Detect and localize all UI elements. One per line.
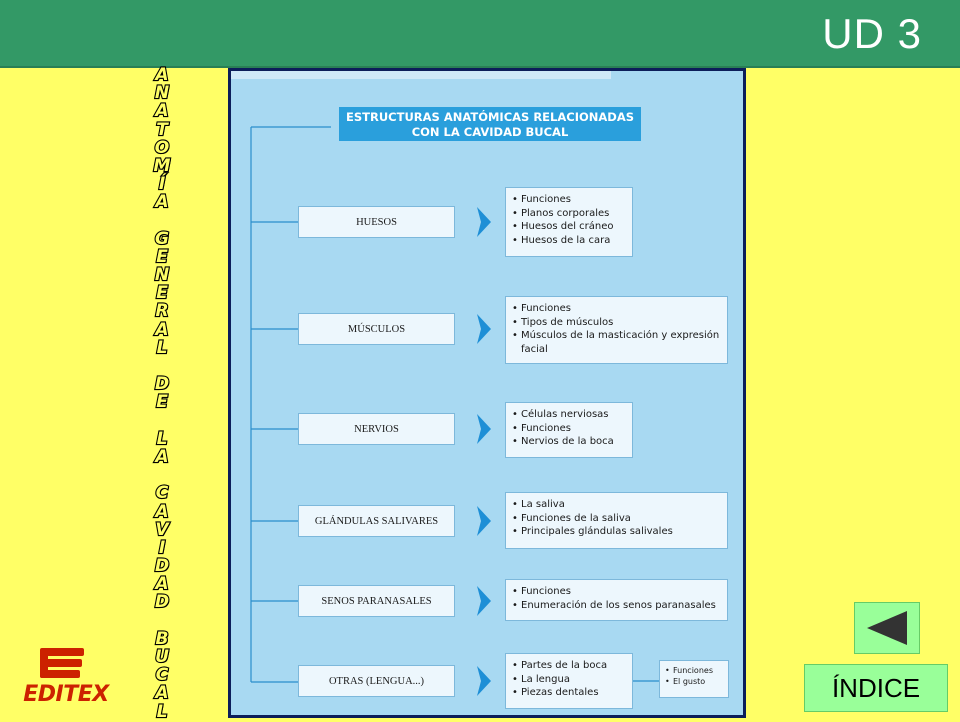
list-item: La lengua <box>512 673 626 687</box>
unit-label: UD 3 <box>822 10 922 57</box>
list-item: El gusto <box>665 676 723 687</box>
category-label: SENOS PARANASALES <box>321 595 432 607</box>
detail-box-senos-paranasales: Funciones Enumeración de los senos paran… <box>505 579 728 621</box>
side-title-letter: D <box>154 374 170 395</box>
list-item: Funciones de la saliva <box>512 512 721 526</box>
side-title-letter: A <box>154 101 169 122</box>
back-button[interactable] <box>854 602 920 654</box>
category-box-otras: OTRAS (LENGUA...) <box>298 665 455 697</box>
index-button-label: ÍNDICE <box>831 672 921 703</box>
side-title-letter: A <box>154 446 169 467</box>
side-title-letter: Í <box>158 174 167 195</box>
category-box-glandulas-salivares: GLÁNDULAS SALIVARES <box>298 505 455 537</box>
side-title-letter: A <box>154 501 169 522</box>
category-box-nervios: NERVIOS <box>298 413 455 445</box>
list-item: Planos corporales <box>512 207 626 221</box>
side-title-letter: D <box>154 556 170 577</box>
list-item: Partes de la boca <box>512 659 626 673</box>
side-title-letter: E <box>155 283 169 304</box>
side-title-letter: B <box>154 628 169 649</box>
arrow-marker-icon <box>477 314 491 344</box>
index-button[interactable]: ÍNDICE <box>804 664 948 712</box>
arrow-marker-icon <box>477 414 491 444</box>
list-item: Piezas dentales <box>512 686 626 700</box>
panel-top-strip <box>231 71 611 79</box>
arrow-marker-icon <box>477 506 491 536</box>
side-title-letter: L <box>155 428 168 449</box>
side-title-letter: G <box>154 228 170 249</box>
list-item: Funciones <box>512 585 721 599</box>
list-item: La saliva <box>512 498 721 512</box>
side-title-letter: V <box>154 519 169 540</box>
diagram-panel: ESTRUCTURAS ANATÓMICAS RELACIONADAS CON … <box>228 68 746 718</box>
diagram-title-box: ESTRUCTURAS ANATÓMICAS RELACIONADAS CON … <box>339 107 641 141</box>
side-title-letter: A <box>154 319 169 340</box>
arrow-marker-icon <box>477 586 491 616</box>
category-label: OTRAS (LENGUA...) <box>328 675 425 687</box>
header-bar: UD 3 <box>0 0 960 68</box>
arrow-marker-icon <box>477 666 491 696</box>
list-item: Enumeración de los senos paranasales <box>512 599 721 613</box>
arrow-marker-icon <box>477 207 491 237</box>
side-title-letter: A <box>154 192 169 213</box>
side-title-letter: M <box>152 155 171 176</box>
side-title-letter: C <box>155 483 170 504</box>
category-label: NERVIOS <box>354 423 399 435</box>
list-item: Principales glándulas salivales <box>512 525 721 539</box>
side-title-letter: O <box>154 137 171 158</box>
list-item: Funciones <box>512 422 626 436</box>
side-title-letter: E <box>155 392 169 413</box>
category-label: GLÁNDULAS SALIVARES <box>314 515 439 527</box>
side-title-letter: A <box>154 574 169 595</box>
side-title-letter: D <box>154 592 170 613</box>
side-title-letter: R <box>154 301 169 322</box>
category-label: MÚSCULOS <box>347 323 406 335</box>
category-box-huesos: HUESOS <box>298 206 455 238</box>
sub-detail-box: Funciones El gusto <box>659 660 729 698</box>
side-title-letter: C <box>155 665 170 686</box>
list-item: Funciones <box>512 302 721 316</box>
list-item: Funciones <box>512 193 626 207</box>
logo-text: EDITEX <box>23 682 109 707</box>
detail-box-nervios: Células nerviosas Funciones Nervios de l… <box>505 402 633 458</box>
side-title-letter: E <box>155 246 169 267</box>
list-item: Células nerviosas <box>512 408 626 422</box>
list-item: Funciones <box>665 665 723 676</box>
list-item: Músculos de la masticación y expresión f… <box>512 329 721 356</box>
detail-box-glandulas-salivares: La saliva Funciones de la saliva Princip… <box>505 492 728 549</box>
side-title-letter: N <box>154 265 170 286</box>
side-title-letter: T <box>155 119 169 140</box>
detail-box-huesos: Funciones Planos corporales Huesos del c… <box>505 187 633 257</box>
diagram-title-line-2: CON LA CAVIDAD BUCAL <box>411 125 569 139</box>
side-title-letter: L <box>155 337 168 358</box>
side-title-letter: U <box>154 647 170 667</box>
detail-box-otras: Partes de la boca La lengua Piezas denta… <box>505 653 633 709</box>
detail-box-musculos: Funciones Tipos de músculos Músculos de … <box>505 296 728 364</box>
category-box-senos-paranasales: SENOS PARANASALES <box>298 585 455 617</box>
category-box-musculos: MÚSCULOS <box>298 313 455 345</box>
diagram-title-line-1: ESTRUCTURAS ANATÓMICAS RELACIONADAS <box>345 110 635 124</box>
side-title-letter: A <box>154 683 169 704</box>
list-item: Huesos del cráneo <box>512 220 626 234</box>
list-item: Tipos de músculos <box>512 316 721 330</box>
category-label: HUESOS <box>356 216 397 228</box>
editex-logo: EDITEX <box>14 644 118 714</box>
editex-logo-icon <box>40 648 84 678</box>
triangle-left-icon <box>867 611 907 645</box>
side-title-letter: I <box>158 537 167 558</box>
side-title-letter: L <box>155 701 168 722</box>
list-item: Huesos de la cara <box>512 234 626 248</box>
side-title-letter: N <box>154 83 170 104</box>
side-title-letter: A <box>154 65 169 85</box>
list-item: Nervios de la boca <box>512 435 626 449</box>
